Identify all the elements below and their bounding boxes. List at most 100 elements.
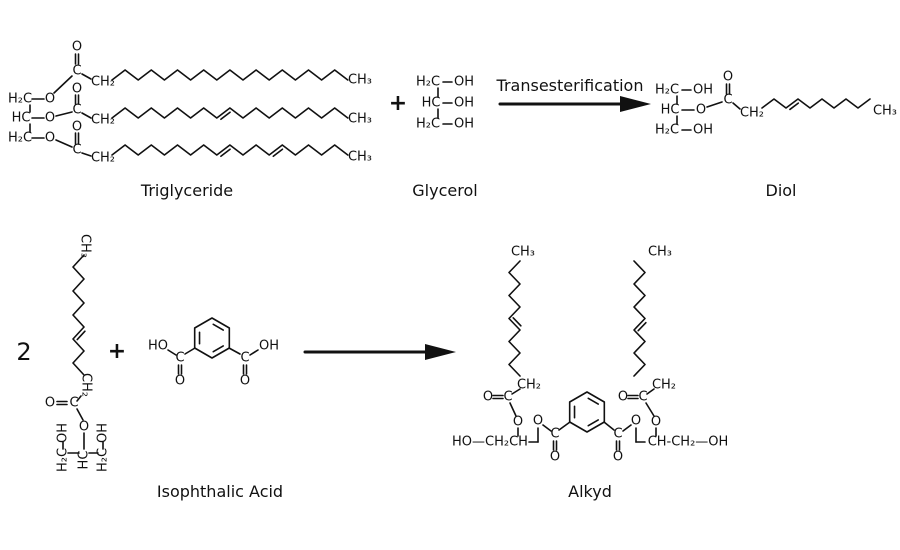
double-bond [220,148,231,158]
carbon-chains [72,69,871,377]
atom-h2c: H₂C [56,448,71,472]
benzene-double-bond [587,397,600,405]
benzene-ring [568,391,606,433]
bond [645,402,655,417]
atom-o: O [45,131,55,146]
atom-o: O [550,450,560,465]
hydroxymethyl-group-right: CH-CH₂—OH [648,435,729,450]
atom-o: O [723,70,733,85]
atom-ch3: CH₃ [648,245,672,260]
atom-hc: HC [422,96,441,111]
bond [81,112,92,119]
bond [53,75,73,94]
atom-o: O [240,374,250,389]
atom-h2c: H₂C [96,448,111,472]
atom-o: O [513,415,523,430]
atom-ch2: CH₂ [91,75,115,90]
triglyceride-molecule: H₂C HC H₂C O O O C O CH₂ CH₃ C O CH₂ CH₃… [8,40,372,201]
atom-c: C [503,390,512,405]
atom-o: O [483,390,493,405]
atom-c: C [550,427,559,442]
bond [76,395,82,402]
benzene-double-bond [587,419,600,427]
atom-o: O [72,82,82,97]
atom-h2c: H₂C [8,131,32,146]
diol-molecule-rotated: CH₃ CH₂ C O O OH OH H₂C HC H₂C [45,234,111,472]
plus-sign: + [389,91,407,116]
atom-o: O [533,414,543,429]
atom-ch3: CH₃ [78,234,93,258]
plus-sign: + [108,339,126,364]
bond [55,139,73,148]
atom-ch2: CH₂ [652,378,676,393]
alkyd-label: Alkyd [568,482,612,501]
atom-c: C [72,64,81,79]
diol-molecule: H₂C HC H₂C OH OH O C O CH₂ CH₃ Diol [655,70,897,201]
atom-o: O [651,415,661,430]
hydroxymethyl-group-left: HO—CH₂CH [452,435,528,450]
bond [184,347,196,355]
atom-h2c: H₂C [655,83,679,98]
double-bond [220,111,231,121]
atom-hc: HC [77,451,92,470]
atom-ch3: CH₃ [873,104,897,119]
atom-o: O [45,92,55,107]
atom-ch3: CH₃ [511,245,535,260]
atom-oh: OH [693,83,713,98]
bond [55,111,73,117]
atom-h2c: H₂C [655,123,679,138]
bond [603,421,615,431]
double-bond [76,330,86,341]
atom-c: C [613,427,622,442]
bond [81,152,92,157]
atom-oh: OH [259,339,279,354]
glycerol-molecule: H₂C HC H₂C OH OH OH Glycerol [412,75,477,201]
atom-ch3: CH₃ [348,112,372,127]
atom-o: O [72,40,82,55]
double-bond [512,317,522,327]
bond [706,101,723,108]
atom-o: O [72,120,82,135]
bond [167,349,177,356]
atom-c: C [175,351,184,366]
carbon-chain-bond [761,98,871,109]
atom-ch2: CH₂ [740,106,764,121]
atom-ch3: CH₃ [348,150,372,165]
carbon-chain-bond [72,254,85,376]
isophthalic-acid-molecule: HO C O C OH O Isophthalic Acid [148,317,283,501]
atom-h2c: H₂C [8,92,32,107]
diol-label: Diol [766,181,797,200]
atom-o: O [45,111,55,126]
atom-oh: OH [96,423,111,443]
benzene-double-bond [212,345,225,353]
atom-c: C [638,390,647,405]
triglyceride-label: Triglyceride [140,181,233,200]
atom-c: C [69,396,78,411]
benzene-ring [193,317,231,359]
atom-ch2: CH₂ [91,151,115,166]
carbon-chain-bond [111,144,349,156]
carbon-chain-bond [508,260,521,377]
atom-oh: OH [454,96,474,111]
atom-h2c: H₂C [416,117,440,132]
alkyd-molecule: CH₃ CH₃ CH₂ C O O HO—CH₂CH O C O C O O C… [452,245,728,502]
atom-oh: OH [454,117,474,132]
bond [732,102,741,110]
atom-c: C [72,143,81,158]
atom-o: O [613,450,623,465]
atom-ch2: CH₂ [517,378,541,393]
bond [81,73,92,80]
benzene-bond [193,317,231,359]
bond [76,408,84,421]
bond [542,424,552,432]
atom-ch2: CH₂ [91,113,115,128]
carbon-chain-bond [111,69,349,81]
atom-hc: HC [661,103,680,118]
benzene-bond [568,391,606,433]
bond [558,421,571,431]
atom-c: C [72,103,81,118]
bond [511,388,521,395]
atom-o: O [79,420,89,435]
double-bond [272,148,284,158]
atom-oh: OH [454,75,474,90]
